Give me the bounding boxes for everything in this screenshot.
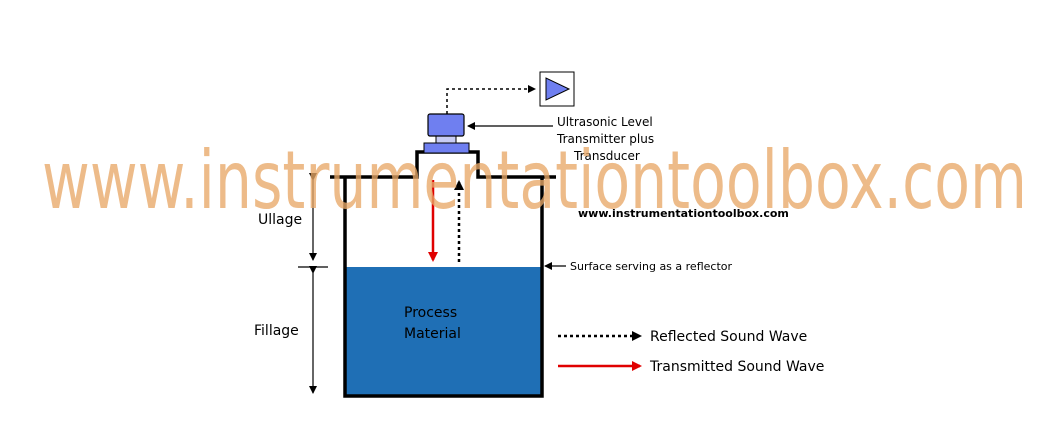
legend-transmitted-label: Transmitted Sound Wave: [649, 359, 824, 375]
transmitter-label-line3: Transducer: [573, 149, 640, 163]
signal-output-line: [446, 85, 536, 114]
tank-walls: [343, 177, 544, 398]
ullage-label: Ullage: [258, 212, 302, 228]
process-material-label-line1: Process: [404, 305, 457, 321]
surface-label: Surface serving as a reflector: [570, 260, 732, 273]
process-material-liquid: [345, 267, 542, 396]
transmitter-body: [427, 113, 465, 137]
transmitter-label-line1: Ultrasonic Level: [557, 115, 653, 129]
process-material-label-line2: Material: [404, 326, 461, 342]
fillage-label: Fillage: [254, 323, 299, 339]
watermark-text: www.instrumentationtoolbox.com: [42, 134, 1027, 227]
legend-reflected-label: Reflected Sound Wave: [650, 329, 807, 345]
transmitter-label-line2: Transmitter plus: [556, 132, 654, 146]
output-triangle-icon: [545, 77, 571, 101]
site-url-label: www.instrumentationtoolbox.com: [578, 207, 789, 220]
